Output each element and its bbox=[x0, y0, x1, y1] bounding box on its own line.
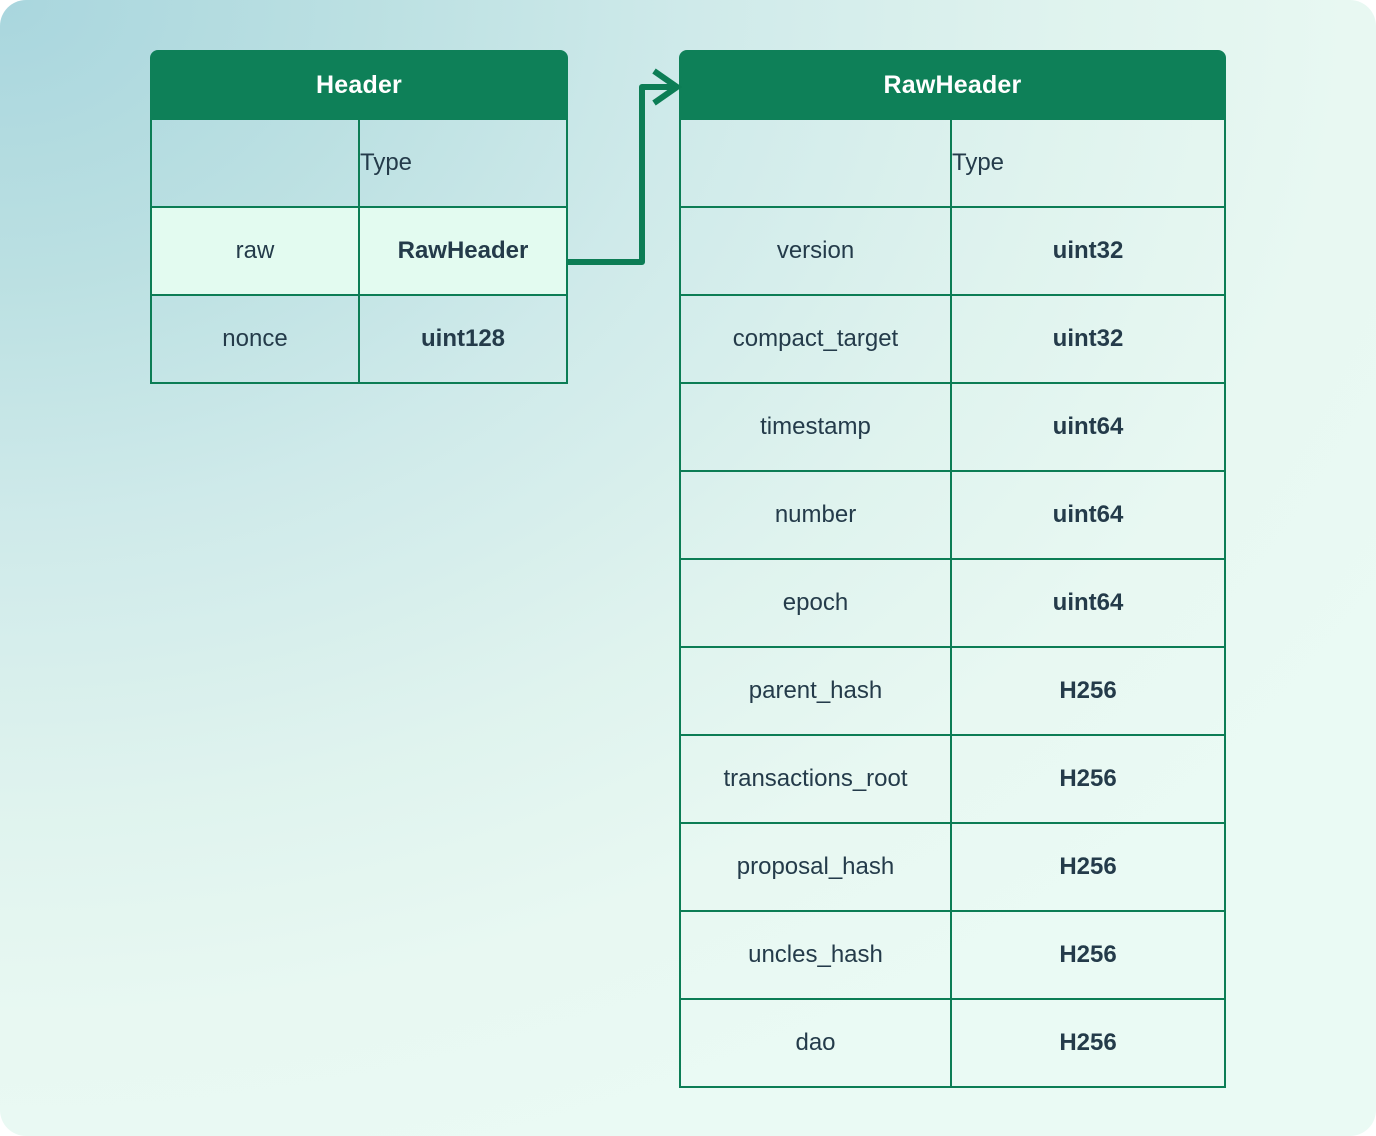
column-header-type: Type bbox=[360, 148, 413, 176]
table-row[interactable]: version uint32 bbox=[681, 208, 1224, 296]
entity-header-title: Header bbox=[150, 50, 568, 120]
table-row[interactable]: dao H256 bbox=[681, 1000, 1224, 1086]
field-type: H256 bbox=[1059, 676, 1117, 704]
field-name: proposal_hash bbox=[681, 824, 952, 910]
field-type: uint32 bbox=[1052, 236, 1124, 264]
column-header-name bbox=[681, 120, 952, 206]
field-name: number bbox=[681, 472, 952, 558]
field-type: H256 bbox=[1059, 940, 1117, 968]
field-name: raw bbox=[152, 208, 360, 294]
column-header-type: Type bbox=[952, 148, 1005, 176]
entity-header[interactable]: Header Type raw RawHeader nonce uint128 bbox=[150, 50, 568, 384]
field-type: H256 bbox=[1059, 1028, 1117, 1056]
table-row: Type bbox=[152, 120, 566, 208]
field-name: version bbox=[681, 208, 952, 294]
field-name: parent_hash bbox=[681, 648, 952, 734]
entity-rawheader-title: RawHeader bbox=[679, 50, 1226, 120]
field-name: timestamp bbox=[681, 384, 952, 470]
field-name: epoch bbox=[681, 560, 952, 646]
field-type: uint64 bbox=[1052, 500, 1124, 528]
field-type: RawHeader bbox=[397, 236, 529, 264]
field-type: uint128 bbox=[420, 324, 506, 352]
field-type: H256 bbox=[1059, 852, 1117, 880]
column-header-name bbox=[152, 120, 360, 206]
field-type: H256 bbox=[1059, 764, 1117, 792]
field-type: uint64 bbox=[1052, 412, 1124, 440]
field-name: uncles_hash bbox=[681, 912, 952, 998]
table-row[interactable]: transactions_root H256 bbox=[681, 736, 1224, 824]
field-type: uint64 bbox=[1052, 588, 1124, 616]
table-row[interactable]: epoch uint64 bbox=[681, 560, 1224, 648]
field-name: compact_target bbox=[681, 296, 952, 382]
entity-rawheader[interactable]: RawHeader Type version uint32 compact_ta… bbox=[679, 50, 1226, 1088]
table-row: Type bbox=[681, 120, 1224, 208]
field-name: transactions_root bbox=[681, 736, 952, 822]
table-row[interactable]: nonce uint128 bbox=[152, 296, 566, 382]
table-row[interactable]: proposal_hash H256 bbox=[681, 824, 1224, 912]
table-row[interactable]: raw RawHeader bbox=[152, 208, 566, 296]
entity-rawheader-body: Type version uint32 compact_target uint3… bbox=[679, 120, 1226, 1088]
field-name: nonce bbox=[152, 296, 360, 382]
table-row[interactable]: parent_hash H256 bbox=[681, 648, 1224, 736]
entity-header-body: Type raw RawHeader nonce uint128 bbox=[150, 120, 568, 384]
table-row[interactable]: compact_target uint32 bbox=[681, 296, 1224, 384]
table-row[interactable]: uncles_hash H256 bbox=[681, 912, 1224, 1000]
arrowhead-icon bbox=[652, 68, 683, 106]
field-name: dao bbox=[681, 1000, 952, 1086]
field-type: uint32 bbox=[1052, 324, 1124, 352]
connector-line bbox=[566, 84, 672, 265]
table-row[interactable]: number uint64 bbox=[681, 472, 1224, 560]
table-row[interactable]: timestamp uint64 bbox=[681, 384, 1224, 472]
